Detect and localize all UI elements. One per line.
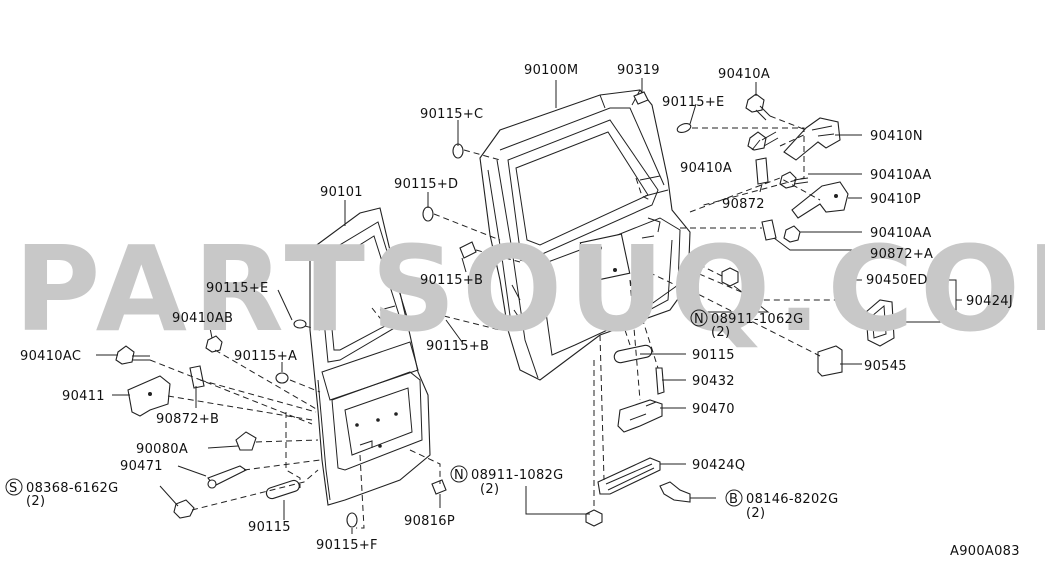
label-90411[interactable]: 90411	[62, 389, 105, 404]
label-90115c[interactable]: 90115+C	[420, 107, 483, 122]
label-90424j[interactable]: 90424J	[966, 294, 1013, 309]
label-08368[interactable]: 08368-6162G	[26, 481, 119, 496]
label-90115f[interactable]: 90115+F	[316, 538, 378, 553]
label-90432[interactable]: 90432	[692, 374, 735, 389]
label-90101[interactable]: 90101	[320, 185, 363, 200]
rear-door-panel	[309, 207, 431, 506]
label-90410ab[interactable]: 90410AB	[172, 311, 233, 326]
label-90410a-top[interactable]: 90410A	[718, 67, 770, 82]
diagram-code: A900A083	[950, 544, 1020, 559]
label-08146[interactable]: 08146-8202G	[746, 492, 839, 507]
label-90470[interactable]: 90470	[692, 402, 735, 417]
watermark-text: PARTSOUQ.COM	[14, 220, 1045, 358]
part-labels: 90100M 90319 90410A 90115+E 90115+C 9041…	[20, 63, 1020, 559]
label-90115e-top[interactable]: 90115+E	[662, 95, 725, 110]
markers: N N S B	[5, 309, 743, 507]
label-90410p[interactable]: 90410P	[870, 192, 921, 207]
label-90115e-left[interactable]: 90115+E	[206, 281, 269, 296]
label-90115-right[interactable]: 90115	[692, 348, 735, 363]
label-90115b-2[interactable]: 90115+B	[426, 339, 489, 354]
label-90545[interactable]: 90545	[864, 359, 907, 374]
label-90424q[interactable]: 90424Q	[692, 458, 745, 473]
label-90410aa-1[interactable]: 90410AA	[870, 168, 932, 183]
label-90471[interactable]: 90471	[120, 459, 163, 474]
label-90319[interactable]: 90319	[617, 63, 660, 78]
label-90872b[interactable]: 90872+B	[156, 412, 219, 427]
label-90115-left[interactable]: 90115	[248, 520, 291, 535]
label-90410ac[interactable]: 90410AC	[20, 349, 81, 364]
label-90100m[interactable]: 90100M	[524, 63, 578, 78]
dashed-assembly-lines	[149, 115, 840, 529]
marker-b: B	[729, 492, 738, 507]
marker-n-top: N	[694, 312, 704, 327]
label-90115d[interactable]: 90115+D	[394, 177, 458, 192]
label-90872[interactable]: 90872	[722, 197, 765, 212]
label-08911-top[interactable]: 08911-1062G	[711, 312, 804, 327]
label-90410a-mid[interactable]: 90410A	[680, 161, 732, 176]
marker-s: S	[9, 481, 18, 496]
label-90115a[interactable]: 90115+A	[234, 349, 297, 364]
front-door-panel	[479, 89, 691, 381]
label-90816p[interactable]: 90816P	[404, 514, 455, 529]
leader-lines	[96, 78, 962, 534]
label-90872a[interactable]: 90872+A	[870, 247, 933, 262]
label-90410aa-2[interactable]: 90410AA	[870, 226, 932, 241]
label-08911-bottom[interactable]: 08911-1082G	[471, 468, 564, 483]
label-90450ed[interactable]: 90450ED	[866, 273, 928, 288]
label-08911-bottom-qty: (2)	[480, 482, 499, 497]
label-90080a[interactable]: 90080A	[136, 442, 188, 457]
label-90410n[interactable]: 90410N	[870, 129, 923, 144]
fasteners	[115, 91, 895, 528]
label-08146-qty: (2)	[746, 506, 765, 521]
label-08368-qty: (2)	[26, 494, 45, 509]
marker-n-bottom: N	[454, 468, 464, 483]
label-90115b-1[interactable]: 90115+B	[420, 273, 483, 288]
label-08911-top-qty: (2)	[711, 325, 730, 340]
